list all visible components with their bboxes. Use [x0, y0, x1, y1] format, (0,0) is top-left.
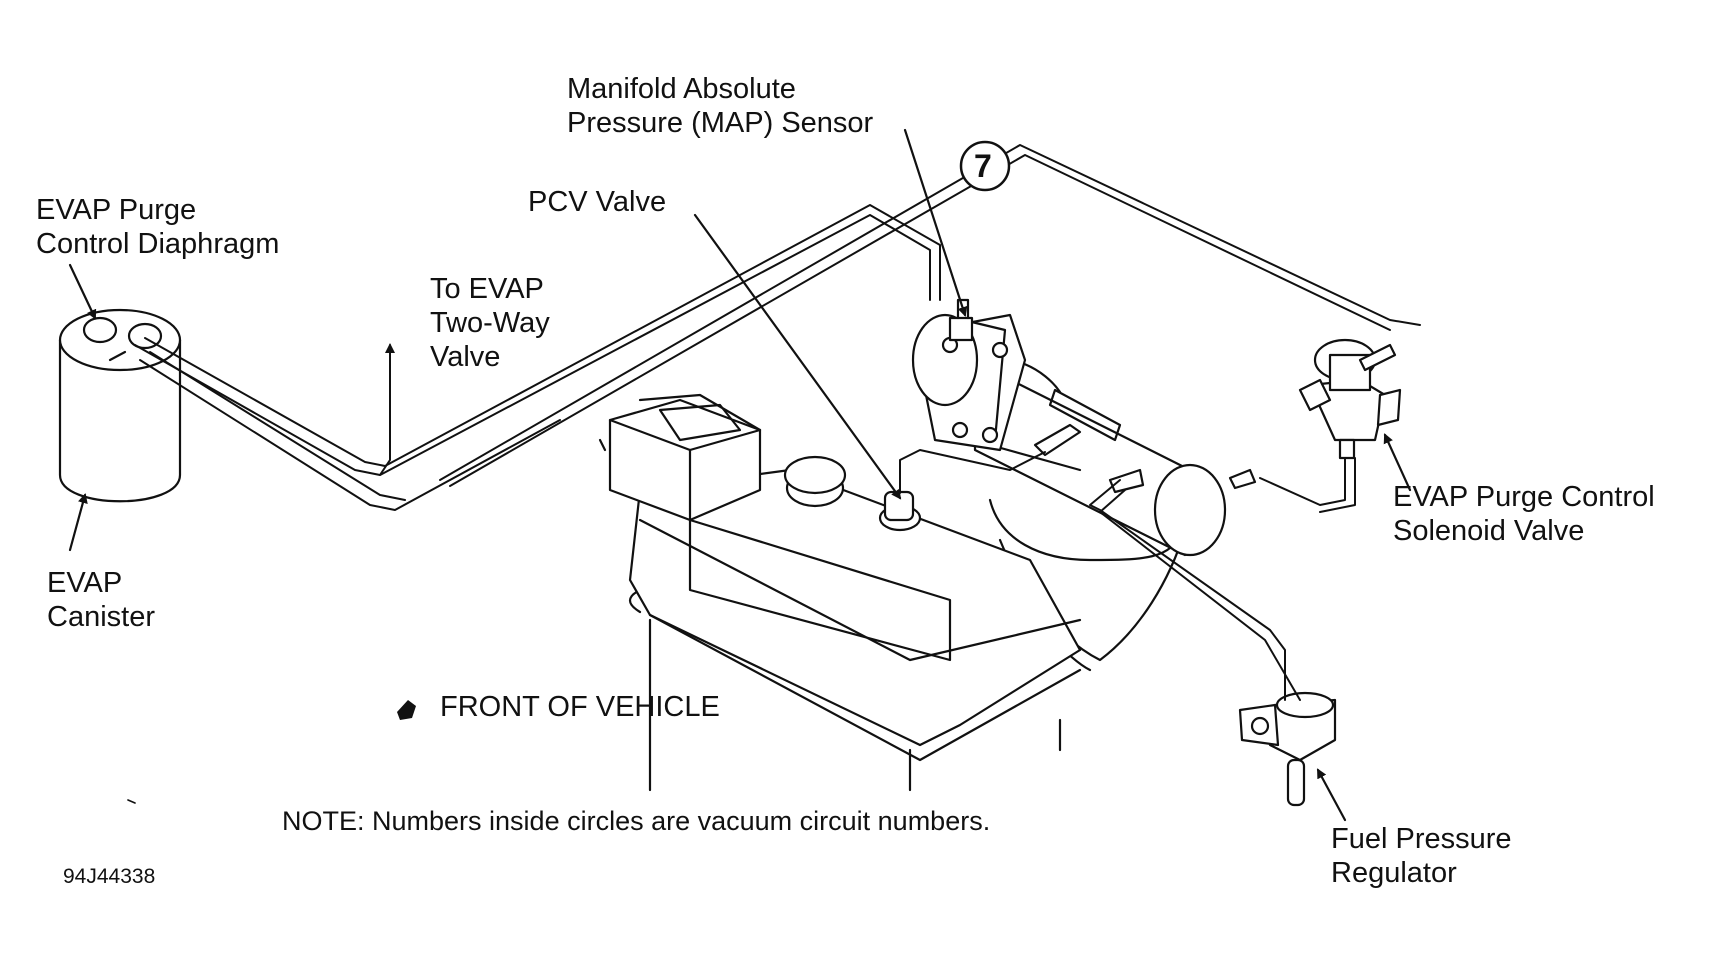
- fuel-pressure-regulator-line1: Fuel Pressure: [1331, 823, 1512, 855]
- evap-purge-solenoid-label: EVAP Purge Control Solenoid Valve: [1393, 480, 1655, 548]
- leader-arrows: [68, 128, 1412, 822]
- evap-purge-solenoid-line1: EVAP Purge Control: [1393, 481, 1655, 513]
- note-text: NOTE: Numbers inside circles are vacuum …: [282, 804, 990, 838]
- pcv-valve-text: PCV Valve: [528, 186, 667, 218]
- fuel-pressure-regulator-line2: Regulator: [1331, 857, 1457, 889]
- circuit-number-text: 7: [974, 148, 992, 184]
- to-evap-line3: Valve: [430, 341, 501, 373]
- to-evap-two-way-label: To EVAP Two-Way Valve: [430, 272, 550, 374]
- evap-purge-diaphragm-line2: Control Diaphragm: [36, 228, 280, 260]
- map-sensor-label-line2: Pressure (MAP) Sensor: [567, 107, 874, 139]
- plenum-nipples: [1033, 423, 1257, 494]
- front-of-vehicle-text: FRONT OF VEHICLE: [440, 691, 720, 723]
- note-text-line: NOTE: Numbers inside circles are vacuum …: [282, 806, 991, 836]
- intake-plenum: [973, 357, 1227, 557]
- evap-canister-label: EVAP Canister: [47, 566, 155, 634]
- map-sensor-label: Manifold Absolute Pressure (MAP) Sensor: [567, 72, 873, 140]
- throttle-body: [911, 298, 1027, 452]
- evap-purge-diaphragm-label: EVAP Purge Control Diaphragm: [36, 193, 279, 261]
- evap-purge-diaphragm-line1: EVAP Purge: [36, 194, 197, 226]
- evap-canister: [58, 308, 182, 503]
- vacuum-hoses: [134, 144, 1421, 701]
- circuit-7-marker: [959, 140, 1011, 192]
- map-sensor-label-line1: Manifold Absolute: [567, 73, 796, 105]
- to-evap-line2: Two-Way: [430, 307, 550, 339]
- stray-mark: [127, 799, 136, 804]
- evap-canister-line1: EVAP: [47, 567, 123, 599]
- valve-cover: [598, 393, 1082, 762]
- pcv-valve-label: PCV Valve: [528, 185, 666, 219]
- evap-purge-solenoid-line2: Solenoid Valve: [1393, 515, 1585, 547]
- circuit-number: 7: [974, 148, 992, 184]
- evap-canister-line2: Canister: [47, 601, 155, 633]
- front-of-vehicle-label: FRONT OF VEHICLE: [440, 690, 720, 724]
- to-evap-line1: To EVAP: [430, 273, 544, 305]
- figure-id: 94J44338: [63, 865, 155, 889]
- figure-id-text: 94J44338: [63, 865, 156, 888]
- front-pointer-icon: [397, 700, 416, 720]
- fuel-pressure-regulator: [1238, 691, 1337, 807]
- evap-purge-solenoid: [1298, 338, 1402, 460]
- fuel-pressure-regulator-label: Fuel Pressure Regulator: [1331, 822, 1512, 890]
